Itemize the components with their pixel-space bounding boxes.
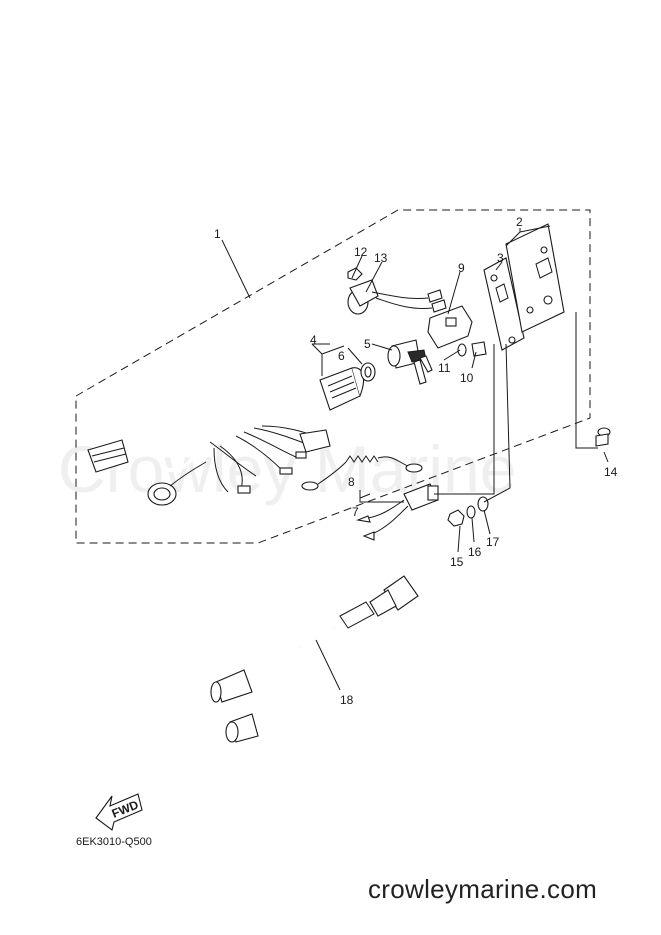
callout-8: 8	[348, 475, 355, 489]
callout-1: 1	[214, 227, 221, 241]
leader-lines	[221, 225, 609, 691]
part-11-washer	[457, 343, 467, 357]
site-footer: crowleymarine.com	[368, 874, 598, 904]
callout-5: 5	[364, 337, 371, 351]
part-7-switch	[355, 483, 439, 541]
callout-18: 18	[340, 693, 354, 707]
part-10-screw	[471, 341, 487, 357]
callout-7: 7	[352, 505, 359, 519]
drawing-code: 6EK3010-Q500	[76, 836, 152, 848]
callout-13: 13	[374, 251, 388, 265]
callout-6: 6	[338, 349, 345, 363]
callout-12: 12	[354, 245, 368, 259]
callout-11: 11	[438, 361, 451, 375]
assembly-boundary	[75, 209, 591, 544]
callout-2: 2	[516, 215, 523, 229]
part-9-bracket	[427, 305, 473, 349]
part-14-bolt	[595, 427, 611, 447]
part-18-extension-harness	[210, 575, 419, 743]
callout-16: 16	[468, 545, 482, 559]
wire-harness-drawing	[87, 367, 365, 506]
callout-9: 9	[458, 261, 465, 275]
part-17-washer	[477, 496, 489, 512]
part-15-nut	[447, 509, 465, 527]
main-switch-drawing	[387, 339, 433, 385]
part-16-washer	[466, 505, 476, 519]
callout-4: 4	[310, 333, 317, 347]
part-2-plate	[505, 223, 565, 333]
callout-10: 10	[460, 371, 474, 385]
callouts: 1 2 3 4 5 6 7 8 9 10 11 12 13 14 15 16 1…	[214, 215, 618, 707]
lanyard-drawing	[301, 455, 423, 491]
callout-3: 3	[497, 251, 504, 265]
stop-switch-drawing	[347, 267, 447, 315]
callout-15: 15	[450, 555, 464, 569]
callout-17: 17	[486, 535, 500, 549]
callout-14: 14	[604, 465, 618, 479]
fwd-arrow: FWD	[95, 793, 143, 831]
